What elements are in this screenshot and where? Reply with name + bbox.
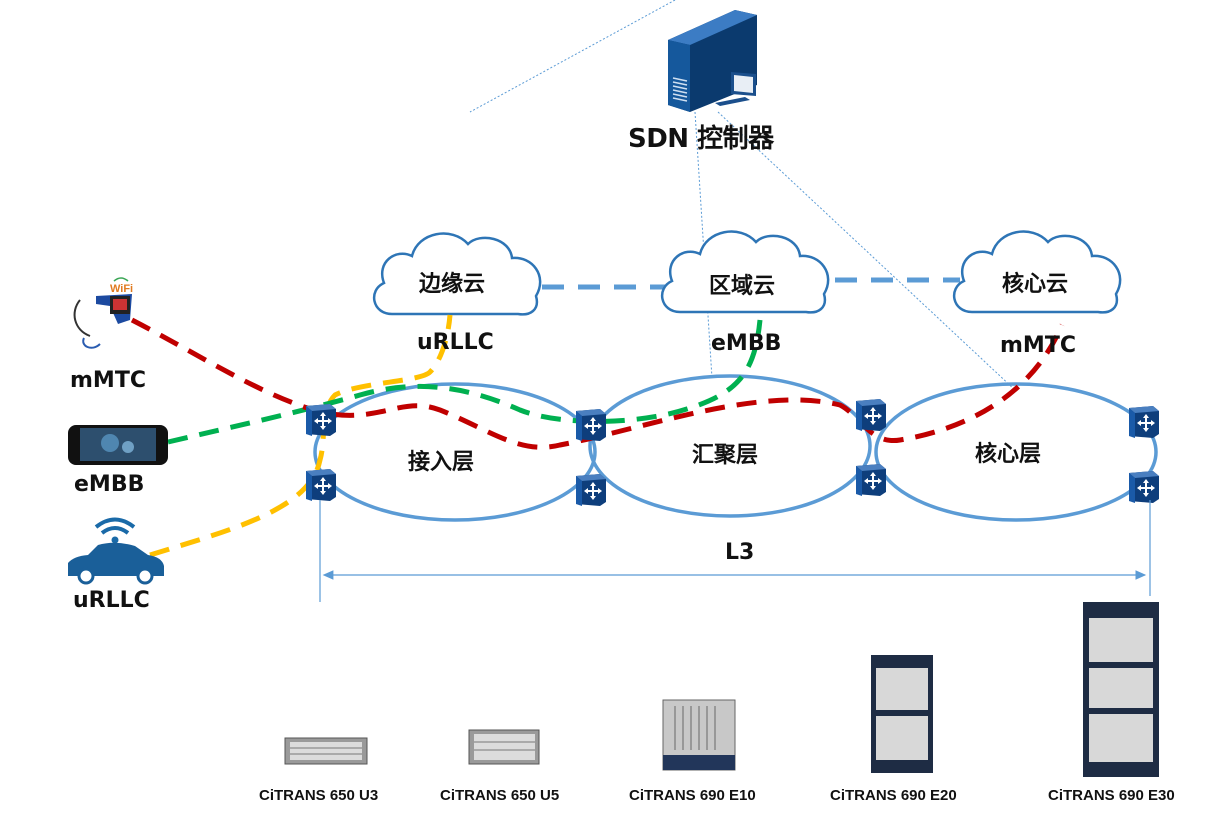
equipment-690-e30-image (1083, 602, 1159, 777)
ring-core-label: 核心层 (975, 442, 1042, 467)
product-label: CiTRANS 690 E30 (1048, 787, 1175, 804)
path-urllc (149, 314, 453, 558)
wifi-inspection-camera-icon: WiFi (73, 277, 133, 349)
device-label-mmtc: mMTC (70, 368, 146, 393)
cloud-edge-label: 边缘云 (419, 272, 486, 297)
router-icon (575, 473, 607, 507)
router-icon (855, 463, 887, 497)
product-label: CiTRANS 650 U3 (259, 787, 379, 804)
router-icon (575, 408, 607, 442)
smartphone-video-icon (68, 425, 168, 465)
equipment-690-e20-image (871, 655, 933, 773)
svg-text:WiFi: WiFi (110, 283, 133, 295)
service-label-embb: eMBB (711, 331, 782, 356)
path-embb (167, 319, 763, 445)
router-icon (855, 398, 887, 432)
server-computer-icon (668, 10, 757, 112)
router-icon (305, 403, 337, 437)
cloud-regional (660, 230, 830, 314)
cloud-edge (372, 232, 542, 316)
ring-access-label: 接入层 (408, 450, 475, 475)
product-label: CiTRANS 690 E10 (629, 787, 756, 804)
service-label-urllc: uRLLC (417, 330, 494, 355)
router-icon (1128, 470, 1160, 504)
product-label: CiTRANS 650 U5 (440, 787, 560, 804)
ring-aggregation-label: 汇聚层 (692, 443, 759, 468)
cloud-core-label: 核心云 (1002, 272, 1069, 297)
cloud-regional-label: 区域云 (709, 274, 776, 299)
ring-aggregation (588, 374, 872, 518)
controller-link-access (469, 0, 676, 113)
cloud-interconnect (542, 277, 960, 290)
device-label-urllc: uRLLC (73, 588, 150, 613)
router-icon (305, 468, 337, 502)
cloud-core (952, 230, 1122, 314)
product-label: CiTRANS 690 E20 (830, 787, 957, 804)
service-label-mmtc: mMTC (1000, 333, 1076, 358)
sdn-controller-label: SDN 控制器 (628, 124, 774, 154)
equipment-650-u5-image (468, 729, 540, 765)
l3-span (319, 500, 1151, 602)
equipment-650-u3-image (284, 737, 368, 765)
equipment-690-e10-image (662, 699, 736, 771)
span-label-l3: L3 (725, 540, 755, 565)
ring-core (874, 382, 1158, 522)
router-icon (1128, 405, 1160, 439)
connected-car-icon (68, 517, 164, 585)
ring-access (313, 382, 597, 522)
device-label-embb: eMBB (74, 472, 145, 497)
